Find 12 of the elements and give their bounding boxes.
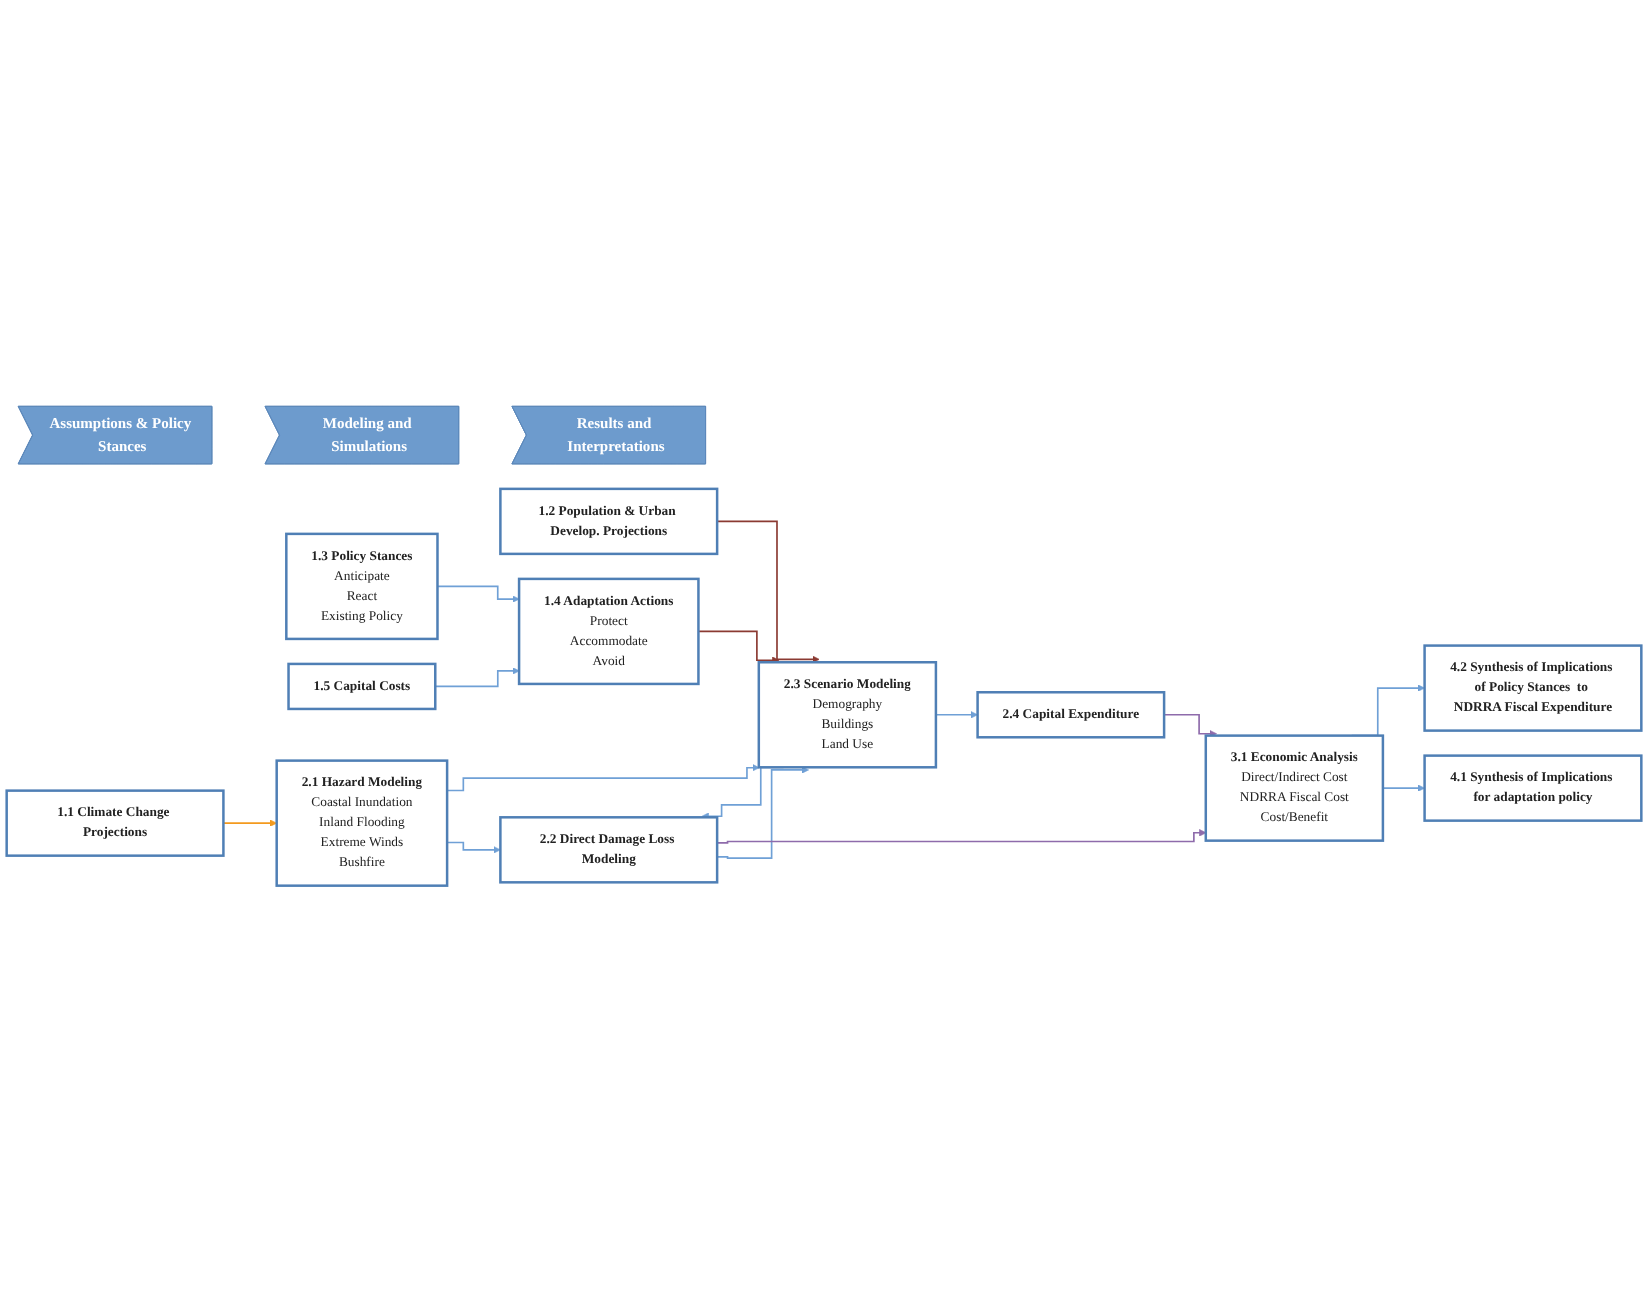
arrow	[935, 711, 978, 719]
arrow	[222, 819, 277, 827]
arrow	[716, 829, 1207, 844]
arrow	[716, 520, 820, 663]
arrow	[697, 630, 780, 664]
arrow	[446, 841, 501, 854]
arrow	[436, 585, 520, 603]
arrow	[434, 667, 520, 688]
arrow	[716, 766, 809, 859]
arrow	[1163, 713, 1217, 738]
arrow	[446, 764, 760, 792]
arrow	[1382, 784, 1425, 792]
